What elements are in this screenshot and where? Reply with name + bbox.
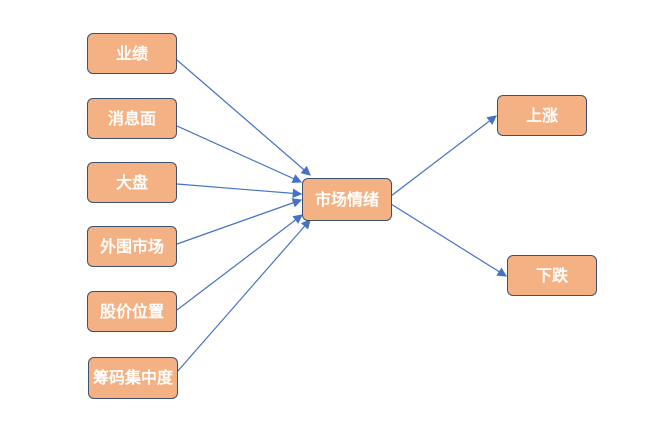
- node-input-4: 外围市场: [87, 226, 177, 267]
- arrow-input-5: [176, 214, 303, 311]
- node-input-3: 大盘: [87, 162, 177, 203]
- arrow-input-3: [176, 183, 303, 199]
- arrow-output-1: [390, 115, 497, 197]
- arrow-input-1: [176, 59, 311, 176]
- node-output-fall: 下跌: [507, 255, 597, 296]
- arrow-input-2: [176, 125, 303, 183]
- arrow-output-2: [390, 203, 508, 277]
- node-input-5: 股价位置: [87, 291, 177, 332]
- node-input-1: 业绩: [87, 33, 177, 74]
- node-output-rise: 上涨: [497, 95, 587, 136]
- node-input-6: 筹码集中度: [88, 357, 178, 399]
- node-input-2: 消息面: [87, 98, 177, 139]
- node-center: 市场情绪: [302, 178, 392, 221]
- arrow-input-6: [176, 219, 311, 373]
- arrow-input-4: [176, 198, 303, 245]
